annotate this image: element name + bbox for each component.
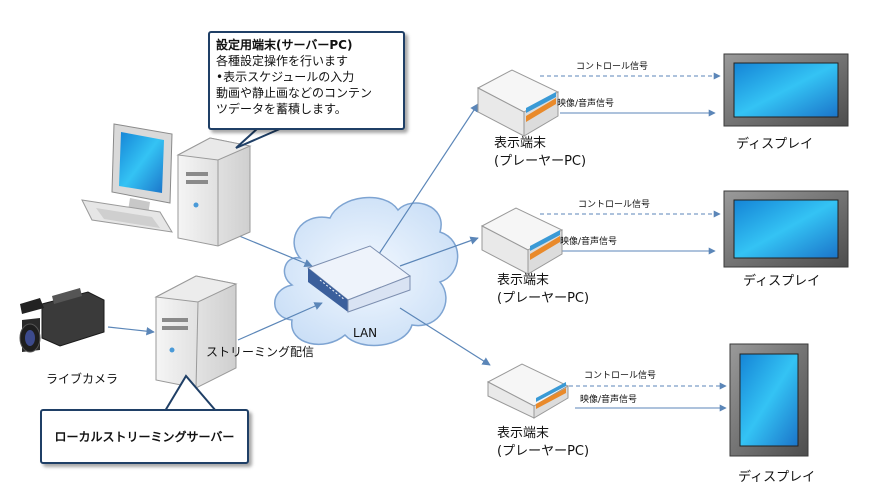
setup-pc-callout-line: 動画や静止画などのコンテン bbox=[216, 86, 373, 100]
setup-pc-callout-line: ツデータを蓄積します。 bbox=[216, 102, 347, 116]
setup-pc-callout: 設定用端末(サーバーPC) 各種設定操作を行います •表示スケジュールの入力 動… bbox=[208, 31, 405, 130]
setup-pc-callout-tail bbox=[235, 127, 283, 149]
setup-pc-callout-line: 各種設定操作を行います bbox=[216, 54, 349, 68]
link-lan-to-player-2 bbox=[399, 236, 479, 267]
signal-lines bbox=[540, 72, 727, 412]
av-signal-label-2: 映像/音声信号 bbox=[560, 235, 617, 247]
network-links bbox=[107, 103, 491, 366]
setup-pc-callout-line: •表示スケジュールの入力 bbox=[216, 70, 355, 84]
setup-pc-callout-title: 設定用端末(サーバーPC) bbox=[216, 38, 353, 52]
player-1-label-line2: (プレーヤーPC) bbox=[494, 154, 586, 169]
video-camera-icon bbox=[19, 288, 105, 353]
streaming-server-icon bbox=[154, 275, 238, 389]
link-server-to-lan bbox=[237, 302, 323, 341]
display-label-1: ディスプレイ bbox=[736, 136, 813, 152]
streaming-label: ストリーミング配信 bbox=[206, 345, 314, 359]
control-signal-label-2: コントロール信号 bbox=[578, 198, 650, 210]
streaming-server-callout: ローカルストリーミングサーバー bbox=[40, 409, 249, 464]
streaming-server-callout-label: ローカルストリーミングサーバー bbox=[54, 430, 235, 444]
player-device-icon-1 bbox=[476, 69, 560, 137]
display-icon-2 bbox=[723, 190, 849, 268]
player-1-label-line1: 表示端末 bbox=[494, 136, 546, 151]
lan-label: LAN bbox=[353, 326, 377, 340]
link-pc-to-lan bbox=[231, 232, 313, 267]
player-2-label-line2: (プレーヤーPC) bbox=[497, 291, 589, 306]
control-signal-label-3: コントロール信号 bbox=[584, 369, 656, 381]
camera-label: ライブカメラ bbox=[46, 371, 118, 386]
display-label-2: ディスプレイ bbox=[743, 273, 820, 289]
av-signal-label-1: 映像/音声信号 bbox=[557, 97, 614, 109]
display-icon-1 bbox=[723, 53, 849, 127]
link-lan-to-player-1 bbox=[374, 103, 479, 261]
player-3-label-line2: (プレーヤーPC) bbox=[497, 444, 589, 459]
link-camera-to-server bbox=[107, 326, 155, 336]
server-callout-tail bbox=[164, 374, 217, 412]
display-label-3: ディスプレイ bbox=[738, 469, 815, 485]
control-signal-label-1: コントロール信号 bbox=[576, 60, 648, 72]
player-device-icon-2 bbox=[480, 207, 564, 275]
player-device-icon-3 bbox=[486, 363, 570, 419]
player-3-label-line1: 表示端末 bbox=[497, 426, 549, 441]
display-icon-3 bbox=[729, 343, 809, 457]
player-2-label-line1: 表示端末 bbox=[497, 273, 549, 288]
lan-switch-icon bbox=[306, 245, 412, 313]
link-lan-to-player-3 bbox=[399, 307, 491, 366]
av-signal-label-3: 映像/音声信号 bbox=[580, 393, 637, 405]
setup-pc-icon bbox=[81, 123, 252, 247]
